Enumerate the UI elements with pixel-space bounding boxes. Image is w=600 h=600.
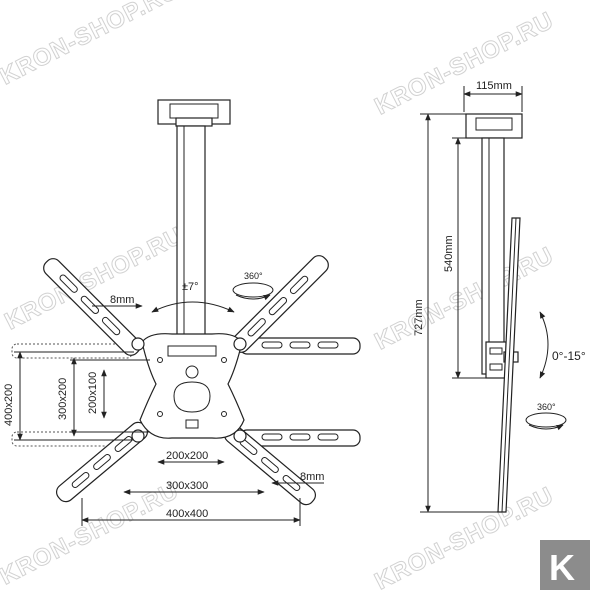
brand-logo: K — [540, 540, 590, 590]
bolt — [131, 337, 145, 351]
arm-diagonal-top-right — [231, 255, 329, 353]
dim-300x200-label: 300x200 — [57, 378, 69, 420]
plate-width-label: 115mm — [476, 80, 512, 92]
dim-400x200-label: 400x200 — [3, 384, 15, 426]
pole — [176, 125, 206, 341]
rotation-label: 360° — [244, 271, 263, 281]
dim-200x100-label: 200x100 — [87, 372, 99, 414]
rotation-icon: 360° — [232, 271, 274, 301]
tilt-joint — [485, 341, 507, 379]
tilt-label: ±7° — [182, 281, 199, 293]
wall-plate — [139, 333, 245, 439]
side-ceiling-plate — [465, 113, 523, 139]
arm-horizontal-upper — [239, 337, 361, 355]
logo-letter: K — [549, 547, 575, 588]
watermark-text: KRON-SHOP.RU — [370, 482, 558, 595]
dim-200x200-label: 200x200 — [166, 450, 208, 462]
side-rotation-label: 360° — [537, 402, 556, 412]
bolt — [131, 429, 145, 443]
front-view: ±7° 360° 8mm 8mm 200x200 300x300 400x400… — [3, 99, 361, 526]
ghost-arm-left — [11, 343, 133, 359]
arm-diagonal-top-left — [43, 258, 141, 356]
total-height-label: 727mm — [413, 299, 425, 336]
watermark-text: KRON-SHOP.RU — [0, 0, 183, 90]
tilt-range-label: 0°-15° — [552, 349, 586, 363]
arm-width-bottom-label: 8mm — [300, 471, 324, 483]
tilt-range-arrow — [539, 311, 549, 379]
bolt — [233, 337, 247, 351]
watermark-text: KRON-SHOP.RU — [0, 477, 183, 590]
bolt — [233, 429, 247, 443]
arm-width-top-label: 8mm — [110, 294, 134, 306]
dim-400x400-label: 400x400 — [166, 508, 208, 520]
tilt-arrow — [151, 301, 235, 313]
pole-length-label: 540mm — [443, 235, 455, 272]
side-pole — [481, 137, 505, 375]
watermark-text: KRON-SHOP.RU — [370, 242, 558, 355]
ghost-arm-left — [11, 431, 133, 447]
side-view: 115mm 727mm 540mm 0°-15° 360 — [413, 80, 586, 513]
dim-300x300-label: 300x300 — [166, 480, 208, 492]
side-rotation-icon: 360° — [525, 402, 567, 431]
